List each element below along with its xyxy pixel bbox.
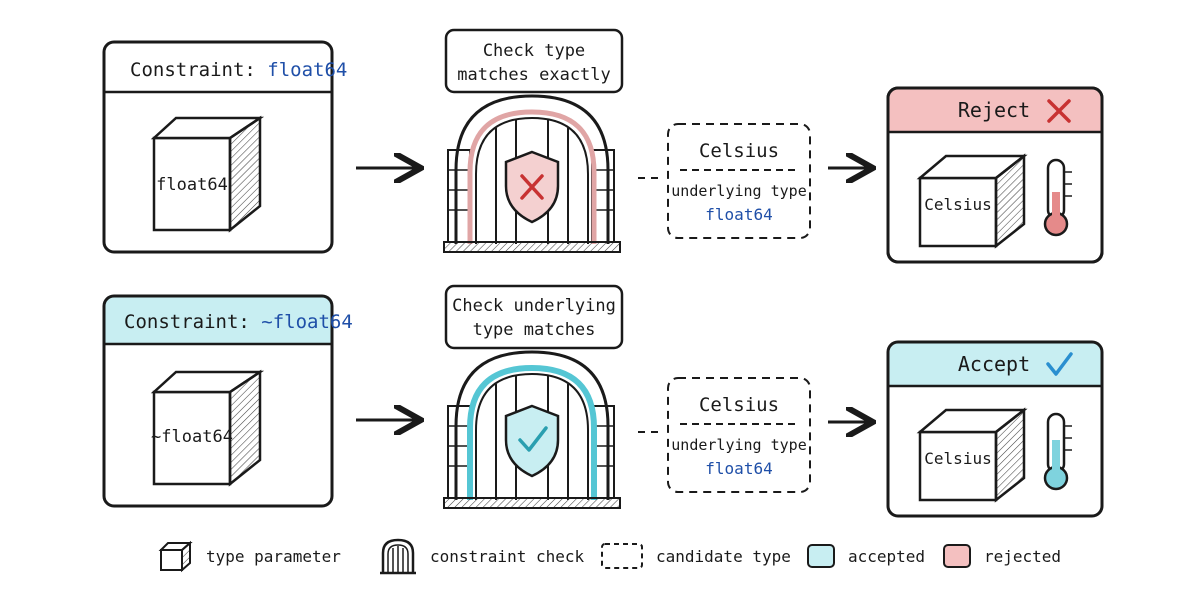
- cube-label-1: float64: [156, 175, 228, 195]
- legend-label: accepted: [848, 546, 926, 566]
- rejected-swatch: [943, 544, 971, 568]
- cube-icon: [158, 540, 193, 573]
- constraint-title-2: Constraint: ~float64: [124, 311, 353, 333]
- accepted-swatch: [807, 544, 835, 568]
- candidate-name-2: Celsius: [699, 394, 779, 416]
- candidate-name-1: Celsius: [699, 140, 779, 162]
- constraint-gate-1: Check type matches exactly: [443, 28, 624, 253]
- legend-item-accepted: accepted: [806, 536, 925, 576]
- cube-icon: [916, 153, 1028, 249]
- result-cube-label-reject: Celsius: [924, 195, 991, 214]
- thermometer-hot-icon: [1043, 158, 1072, 237]
- underlying-type-1: float64: [705, 205, 772, 224]
- check-line-1b: matches exactly: [457, 65, 611, 85]
- cube-icon: [150, 369, 265, 487]
- check-line-2b: type matches: [473, 320, 596, 340]
- row-exact-constraint: Constraint: float64 float64 Check type m…: [102, 28, 1104, 264]
- row-approx-constraint: Constraint: ~float64 ~float64 Check unde…: [102, 284, 1104, 518]
- check-mark-icon: [1046, 352, 1073, 376]
- legend-label: type parameter: [206, 546, 341, 566]
- candidate-box-1: Celsius underlying type float64: [667, 123, 811, 239]
- constraint-box-2: Constraint: ~float64 ~float64: [102, 294, 353, 508]
- constraint-box-1: Constraint: float64 float64: [102, 40, 347, 254]
- underlying-label-2: underlying type: [671, 436, 806, 454]
- check-line-2a: Check underlying: [452, 296, 616, 316]
- cube-label-2: ~float64: [151, 427, 233, 447]
- legend-item-rejected: rejected: [942, 536, 1061, 576]
- constraint-title-1: Constraint: float64: [130, 59, 347, 81]
- underlying-label-1: underlying type: [671, 182, 806, 200]
- legend: type parameter constraint check candidat…: [0, 536, 1200, 576]
- legend-label: candidate type: [656, 546, 791, 566]
- result-label-accept: Accept: [958, 352, 1030, 376]
- result-box-accept: Accept Celsius: [886, 340, 1104, 518]
- cube-icon: [916, 407, 1028, 503]
- legend-label: rejected: [984, 546, 1062, 566]
- candidate-box-2: Celsius underlying type float64: [667, 377, 811, 493]
- legend-label: constraint check: [430, 546, 585, 566]
- underlying-type-2: float64: [705, 459, 772, 478]
- thermometer-cold-icon: [1043, 412, 1072, 491]
- legend-item-candidate-type: candidate type: [600, 536, 791, 576]
- result-box-reject: Reject Celsius: [886, 86, 1104, 264]
- constraint-gate-2: Check underlying type matches: [443, 284, 624, 509]
- diagram-svg: Constraint: float64 float64 Check type m…: [102, 28, 1104, 518]
- cube-icon: [150, 115, 265, 233]
- shield-reject-icon: [504, 150, 560, 224]
- check-line-1a: Check type: [483, 41, 585, 61]
- result-label-reject: Reject: [958, 98, 1030, 122]
- legend-item-type-parameter: type parameter: [158, 536, 341, 576]
- dashed-box-icon: [601, 543, 643, 569]
- x-mark-icon: [1047, 99, 1071, 123]
- legend-item-constraint-check: constraint check: [378, 536, 584, 576]
- gate-icon: [380, 538, 416, 575]
- result-cube-label-accept: Celsius: [924, 449, 991, 468]
- shield-accept-icon: [504, 404, 560, 478]
